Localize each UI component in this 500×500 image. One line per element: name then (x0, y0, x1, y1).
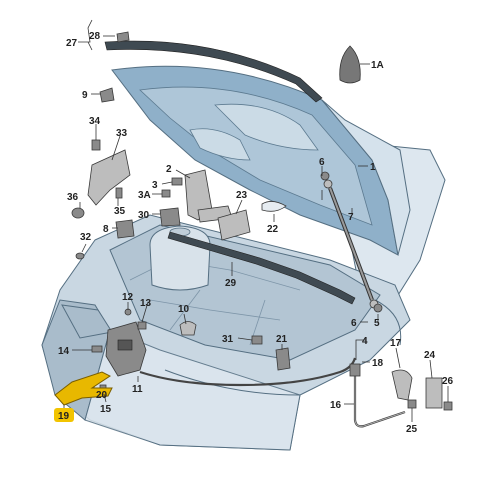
callout-20: 20 (96, 390, 108, 401)
callout-28: 28 (89, 31, 101, 42)
callout-1a: 1A (371, 60, 384, 71)
callout-31: 31 (222, 334, 234, 345)
callout-14: 14 (58, 346, 70, 357)
callout-26: 26 (442, 376, 454, 387)
callout-17: 17 (390, 338, 402, 349)
hood-hinge (184, 169, 233, 223)
callout-3: 3 (152, 180, 158, 191)
callout-22: 22 (267, 224, 279, 235)
callout-11: 11 (132, 384, 143, 395)
callout-6-top: 6 (319, 157, 325, 168)
callout-24: 24 (424, 350, 436, 361)
callout-6-bottom: 6 (351, 318, 357, 329)
release-cable (139, 357, 406, 428)
callout-1: 1 (370, 162, 376, 173)
callout-12: 12 (122, 292, 134, 303)
callout-10: 10 (178, 304, 190, 315)
highlighted-lock-catch (54, 371, 113, 406)
callout-3a: 3A (138, 190, 151, 201)
callout-2: 2 (166, 164, 172, 175)
hood-panel (111, 65, 411, 256)
callout-29: 29 (225, 278, 237, 289)
callout-33: 33 (116, 128, 128, 139)
highlight-badge-19 (54, 408, 74, 422)
release-lever (391, 369, 453, 411)
bay-seal (167, 231, 356, 305)
callout-16: 16 (330, 400, 342, 411)
callout-labels: 27 28 1A 9 34 33 2 6 1 3 3A 36 35 7 30 2… (58, 31, 454, 435)
hood-seal (104, 40, 323, 103)
bracket-33 (87, 149, 131, 206)
callout-13: 13 (140, 298, 152, 309)
callout-19: 19 (58, 411, 70, 422)
callout-25: 25 (406, 424, 418, 435)
callout-36: 36 (67, 192, 79, 203)
callout-5: 5 (374, 318, 380, 329)
callout-30: 30 (138, 210, 150, 221)
callout-4: 4 (362, 336, 368, 347)
callout-23: 23 (236, 190, 248, 201)
callout-35: 35 (114, 206, 126, 217)
callout-9: 9 (82, 90, 88, 101)
leader-lines (63, 19, 449, 422)
callout-27: 27 (66, 38, 78, 49)
callout-7: 7 (348, 212, 354, 223)
callout-18: 18 (372, 358, 384, 369)
callout-34: 34 (89, 116, 101, 127)
small-parts (71, 31, 383, 371)
callout-8: 8 (103, 224, 109, 235)
callout-15: 15 (100, 404, 112, 415)
callout-21: 21 (276, 334, 288, 345)
callout-32: 32 (80, 232, 92, 243)
gas-strut (323, 179, 379, 309)
